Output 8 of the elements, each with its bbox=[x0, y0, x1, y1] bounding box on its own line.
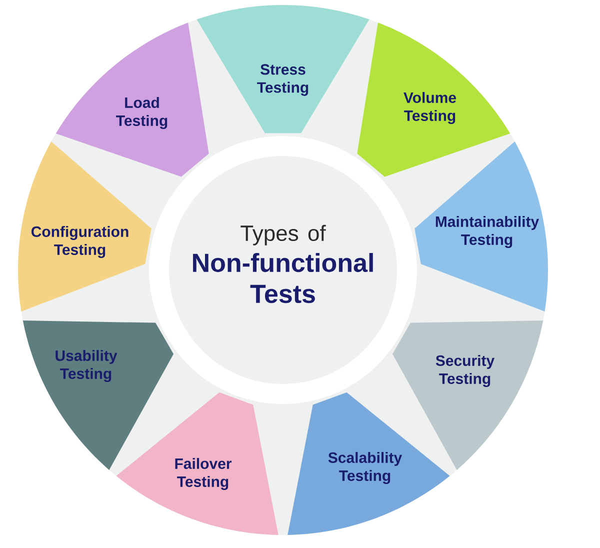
wheel-segment: Usability Testing bbox=[22, 320, 174, 470]
wheel-segment: Configuration Testing bbox=[18, 142, 152, 312]
wheel-segment: Volume Testing bbox=[357, 22, 510, 177]
wheel-segment: Stress Testing bbox=[196, 5, 370, 134]
wheel-segment: Load Testing bbox=[56, 22, 209, 177]
wheel-segment: Failover Testing bbox=[116, 392, 278, 535]
wheel-segment: Scalability Testing bbox=[288, 392, 450, 535]
wheel-segment: Maintainability Testing bbox=[414, 142, 548, 312]
